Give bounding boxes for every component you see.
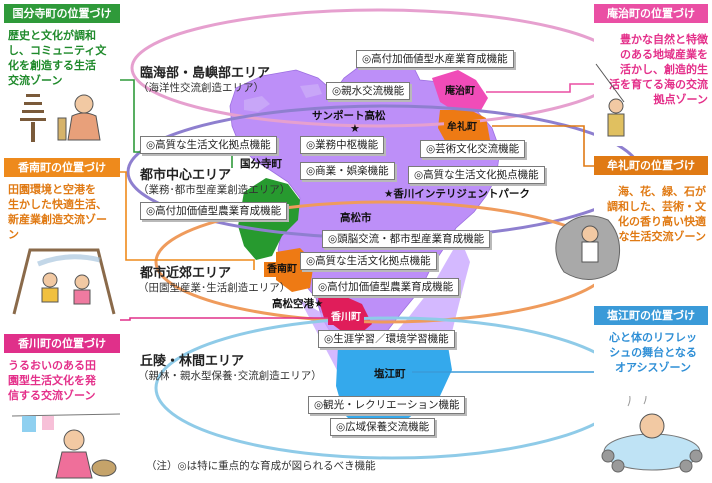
kokubunji-panel: 国分寺町の位置づけ 歴史と文化が調和 し、コミュニティ文 化を創造する生活 交流… (4, 4, 120, 146)
kagawa-panel: 香川町の位置づけ うるおいのある田 園型生活文化を発 信する交流ゾーン (4, 334, 120, 480)
aji-town-tag: 庵治町 (442, 84, 478, 99)
fisherman-illustration (595, 63, 625, 137)
mure-town-tag: 牟礼町 (444, 120, 480, 135)
function-seikatsu-chushin-east: ◎高質な生活文化拠点機能 (408, 166, 545, 184)
toshi-chushin-zone-title: 都市中心エリア (140, 168, 232, 183)
kagawa-town-tag: 香川町 (328, 310, 364, 325)
toshi-kinko-zone-subtitle: （田園型産業･生活創造エリア） (138, 282, 291, 294)
toshi-chushin-zone-subtitle: （業務･都市型産業創造エリア） (138, 184, 291, 196)
kokubunji-panel-text: 歴史と文化が調和 し、コミュニティ文 化を創造する生活 交流ゾーン (8, 29, 107, 87)
toshi-kinko-zone-title: 都市近郊エリア (140, 266, 232, 281)
pagoda-elder-illustration (20, 94, 101, 142)
aji-panel-text: 豊かな自然と特徴 のある地域産業を 活かし、創造的生 活を育てる海の交流 拠点ゾ… (609, 33, 708, 106)
airport-label: 高松空港★ (272, 298, 324, 310)
function-geijutsu: ◎芸術文化交流機能 (420, 140, 526, 158)
rinkai-zone-title: 臨海部・島嶼部エリア (140, 66, 271, 81)
takamatsu-city-label: 高松市 (340, 212, 372, 224)
shionoe-map-label: 塩江町 (374, 368, 406, 380)
konan-town-tag: 香南町 (264, 262, 300, 277)
kagawa-panel-text: うるおいのある田 園型生活文化を発 信する交流ゾーン (8, 359, 96, 402)
kokubunji-panel-title: 国分寺町の位置づけ (4, 4, 120, 23)
kagawa-panel-title: 香川町の位置づけ (4, 334, 120, 353)
kokubunji-map-label: 国分寺町 (240, 158, 282, 170)
shionoe-panel-text: 心と体のリフレッ シュの舞台となる オアシスゾーン (609, 331, 697, 374)
shionoe-panel: 塩江町の位置づけ 心と体のリフレッ シュの舞台となる オアシスゾーン (594, 306, 708, 478)
laundry-woman-illustration (12, 413, 120, 479)
hot-spring-illustration (601, 396, 703, 473)
konan-panel: 香南町の位置づけ 田園環境と空港を 生かした快適生活、 新産業創造交流ゾー ン (4, 158, 120, 318)
kyuryo-zone-title: 丘陵・林間エリア (140, 354, 245, 369)
function-nogyo-kinko: ◎高付加価値型農業育成機能 (312, 278, 460, 296)
mure-connector (492, 125, 594, 167)
mure-panel-text: 海、花、緑、石が 調和した、芸術・文 化の香り高い快適 な生活交流ゾーン (607, 185, 706, 243)
konan-connector (120, 171, 255, 270)
function-shogyo: ◎商業・娯楽機能 (300, 162, 395, 180)
function-shogai: ◎生涯学習／環境学習機能 (318, 330, 455, 348)
kokubunji-connector (120, 79, 233, 168)
aji-connector (486, 83, 594, 93)
kyuryo-zone-subtitle: （親林・親水型保養･交流創造エリア） (138, 370, 322, 382)
shionoe-panel-title: 塩江町の位置づけ (594, 306, 708, 325)
function-zuno: ◎頭脳交流・都市型産業育成機能 (322, 230, 491, 248)
kagawa-connector (120, 317, 340, 321)
function-koiki: ◎広域保養交流機能 (330, 418, 436, 436)
konan-panel-text: 田園環境と空港を 生かした快適生活、 新産業創造交流ゾー ン (8, 183, 107, 241)
function-seikatsu-chushin-west: ◎高質な生活文化拠点機能 (140, 136, 277, 154)
function-shinsui: ◎親水交流機能 (326, 82, 411, 100)
island-shape (244, 96, 270, 112)
island-shape (300, 84, 322, 98)
function-gyomu: ◎業務中枢機能 (300, 136, 385, 154)
mure-panel: 牟礼町の位置づけ 海、花、緑、石が 調和した、芸術・文 化の香り高い快適 な生活… (555, 156, 708, 298)
swing-children-illustration (12, 248, 116, 315)
konan-panel-title: 香南町の位置づけ (4, 158, 120, 177)
sunport-label: サンポート高松 (312, 110, 386, 122)
function-nogyo-chushin: ◎高付加価値型農業育成機能 (140, 202, 288, 220)
footnote: （注）◎は特に重点的な育成が図られるべき機能 (146, 460, 376, 472)
mure-panel-title: 牟礼町の位置づけ (594, 156, 708, 175)
stone-carver-illustration (555, 215, 621, 280)
sunport-star: ★ (350, 122, 360, 135)
function-seikatsu-kinko: ◎高質な生活文化拠点機能 (300, 252, 437, 270)
aji-panel: 庵治町の位置づけ 豊かな自然と特徴 のある地域産業を 活かし、創造的生 活を育て… (594, 4, 708, 146)
function-suisan: ◎高付加価値型水産業育成機能 (356, 50, 514, 68)
function-kanko: ◎観光・レクリエーション機能 (308, 396, 466, 414)
rinkai-zone-subtitle: （海洋性交流創造エリア） (138, 82, 264, 94)
aji-panel-title: 庵治町の位置づけ (594, 4, 708, 23)
intelligent-park-label: ★香川インテリジェントパーク (384, 188, 530, 200)
